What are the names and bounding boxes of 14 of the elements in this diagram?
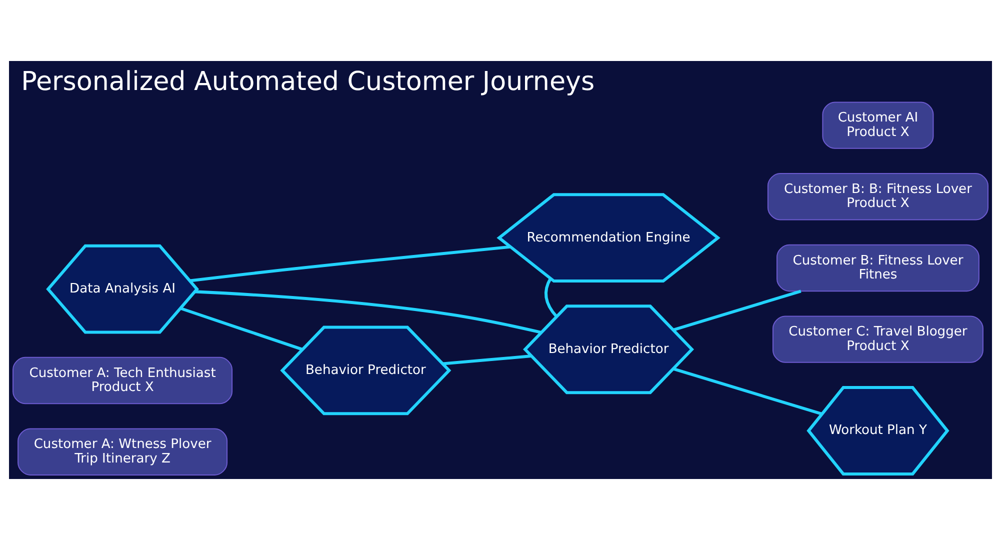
connector: [180, 306, 302, 351]
connector: [189, 245, 510, 282]
connector: [672, 290, 801, 332]
connector: [672, 367, 822, 416]
connector: [194, 290, 542, 334]
connector: [544, 278, 557, 318]
node-box: Customer B: B: Fitness Lover Product X: [766, 173, 988, 220]
node-box: Customer C: Travel Blogger Product X: [772, 316, 983, 363]
node-box: Customer A: Tech Enthusiast Product X: [12, 356, 232, 404]
node-box: Customer A: Wtness Plover Trip Itinerary Z: [17, 428, 228, 476]
node-box: Customer AI Product X: [822, 102, 934, 149]
node-box: Customer B: Fitness Lover Fitnes: [776, 244, 979, 292]
connector: [442, 354, 532, 366]
diagram-title: Personalized Automated Customer Journeys: [20, 66, 594, 97]
